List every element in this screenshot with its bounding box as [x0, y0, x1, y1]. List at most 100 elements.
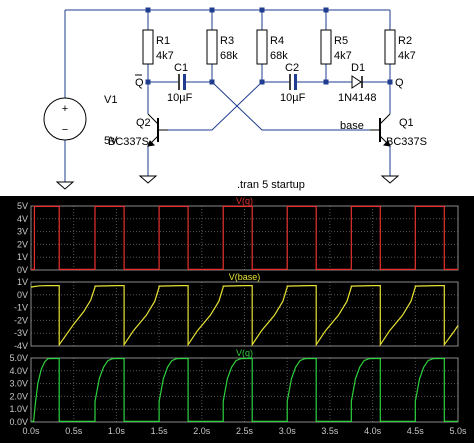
y-tick-label: -1V [14, 303, 28, 313]
y-tick-label: -3V [14, 328, 28, 338]
label-r5-value: 4k7 [334, 50, 352, 62]
label-v1-ref: V1 [104, 94, 117, 106]
x-tick-label: 3.5s [321, 426, 339, 436]
label-q1-model: BC337S [386, 136, 427, 148]
plot-pane-1: 5V 4V 3V 2V 1V 0V V(q) [17, 196, 459, 275]
schematic-canvas: + − R1 4k7 R3 68k R4 68k R5 4k7 R2 4k7 C… [43, 7, 427, 191]
x-tick-label: 5.0s [449, 426, 467, 436]
capacitor-c1 [178, 74, 186, 90]
x-tick-label: 0.5s [65, 426, 83, 436]
y-tick-label: 1V [17, 252, 28, 262]
label-r4-ref: R4 [270, 35, 284, 47]
plot-pane-3: 5.0V 4.0V 3.0V 2.0V 1.0V 0.0V V(q) [9, 348, 459, 427]
label-r2-value: 4k7 [398, 50, 416, 62]
net-label-base: base [340, 120, 364, 132]
label-c1-value: 10µF [167, 92, 193, 104]
trace-line [31, 205, 458, 271]
trace-title: V(q) [236, 348, 253, 358]
trace-line [30, 284, 459, 347]
transistor-q2 [147, 113, 168, 147]
trace-title: V(q) [236, 196, 253, 206]
sim-directive: .tran 5 startup [237, 179, 305, 191]
plot-frame [30, 281, 459, 347]
resistor-r1 [142, 29, 154, 65]
x-tick-label: 4.0s [364, 426, 382, 436]
y-tick-label: 4.0V [9, 366, 28, 376]
label-q2-ref: Q2 [136, 117, 151, 129]
net-label-qbar: Q [135, 77, 144, 89]
resistor-bodies [142, 29, 396, 65]
ground-q1-icon [380, 175, 400, 184]
label-r3-ref: R3 [220, 35, 234, 47]
wires [64, 9, 391, 182]
transistor-q1 [370, 113, 391, 147]
resistor-r3 [206, 29, 218, 65]
x-tick-label: 4.5s [407, 426, 425, 436]
y-tick-label: 5V [17, 201, 28, 211]
label-r4-value: 68k [270, 50, 288, 62]
trace-line [31, 357, 458, 422]
label-c2-ref: C2 [285, 62, 299, 74]
node-top-r1 [145, 7, 151, 13]
y-tick-label: 4V [17, 214, 28, 224]
y-tick-label: 2V [17, 239, 28, 249]
y-tick-label: 1V [17, 277, 28, 287]
label-r3-value: 68k [220, 50, 238, 62]
wire-cross-to-q1-base [211, 81, 370, 131]
schematic: + − R1 4k7 R3 68k R4 68k R5 4k7 R2 4k7 C… [0, 0, 474, 196]
trace-title: V(base) [229, 272, 261, 282]
label-r1-value: 4k7 [156, 50, 174, 62]
plot-pane-2: 1V 0V -1V -2V -3V -4V V(base) [14, 272, 459, 351]
label-c1-ref: C1 [174, 62, 188, 74]
label-q1-ref: Q1 [399, 117, 414, 129]
net-label-q: Q [395, 77, 404, 89]
x-tick-label: 0.0s [22, 426, 40, 436]
x-tick-label: 3.0s [279, 426, 297, 436]
y-tick-label: -2V [14, 315, 28, 325]
y-tick-label: 0.0V [9, 417, 28, 427]
node-top-r3 [209, 7, 215, 13]
label-c2-value: 10µF [280, 92, 306, 104]
x-tick-label: 2.5s [236, 426, 254, 436]
node-r3-c1 [209, 79, 215, 85]
label-q2-model: BC337S [108, 136, 149, 148]
schematic-labels: R1 4k7 R3 68k R4 68k R5 4k7 R2 4k7 C1 10… [104, 35, 427, 191]
y-tick-label: 3.0V [9, 379, 28, 389]
label-d1-value: 1N4148 [338, 92, 377, 104]
x-tick-label: 2.0s [193, 426, 211, 436]
label-r1-ref: R1 [156, 35, 170, 47]
ground-symbols [55, 175, 400, 190]
wire-cross-to-q2-base [168, 81, 263, 131]
label-v1-value: 5V [104, 135, 118, 147]
y-tick-label: 0V [17, 290, 28, 300]
nodes [145, 7, 393, 85]
y-tick-label: 1.0V [9, 404, 28, 414]
source-plus: + [62, 103, 68, 115]
node-q [387, 79, 393, 85]
resistor-r4 [256, 29, 268, 65]
resistor-r2 [384, 29, 396, 65]
ground-v1-icon [55, 181, 75, 190]
label-r5-ref: R5 [334, 35, 348, 47]
x-tick-label: 1.5s [151, 426, 169, 436]
voltage-source-v1: + − [43, 97, 87, 141]
label-d1-ref: D1 [351, 62, 365, 74]
node-r4-c2 [259, 79, 265, 85]
label-r2-ref: R2 [398, 35, 412, 47]
y-tick-label: 5.0V [9, 353, 28, 363]
y-tick-label: 0V [17, 265, 28, 275]
y-tick-label: 2.0V [9, 391, 28, 401]
y-tick-label: 3V [17, 227, 28, 237]
resistor-r5 [320, 29, 332, 65]
waveform-canvas[interactable]: 5V4V3V2V1V0VV(q)1V0V-1V-2V-3V-4VV(base)5… [0, 196, 474, 443]
ground-q2-icon [138, 175, 158, 184]
x-tick-label: 1.0s [108, 426, 126, 436]
node-qbar [145, 79, 151, 85]
node-top-r4 [259, 7, 265, 13]
capacitor-c2 [289, 74, 297, 90]
node-top-r5 [323, 7, 329, 13]
diode-d1 [351, 75, 363, 89]
y-tick-label: -4V [14, 341, 28, 351]
node-r5-d1 [323, 79, 329, 85]
